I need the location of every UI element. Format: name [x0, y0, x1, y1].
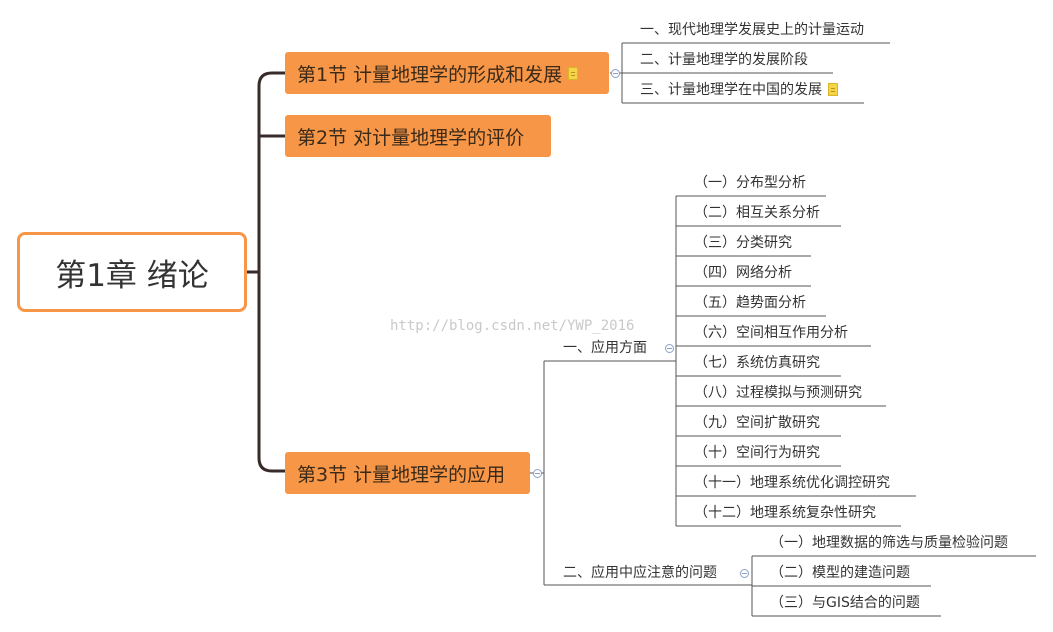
section-1-child-3[interactable]: 三、计量地理学在中国的发展	[640, 80, 838, 100]
leaf-label: （七）系统仿真研究	[694, 355, 820, 371]
leaf-label: （十一）地理系统优化调控研究	[694, 475, 890, 491]
issue-item[interactable]: （一）地理数据的筛选与质量检验问题	[770, 533, 1008, 553]
application-item[interactable]: （五）趋势面分析	[694, 293, 806, 313]
application-item[interactable]: （四）网络分析	[694, 263, 792, 283]
collapse-icon[interactable]	[665, 344, 674, 353]
group-label: 一、应用方面	[563, 340, 647, 356]
leaf-label: （三）分类研究	[694, 235, 792, 251]
leaf-label: （五）趋势面分析	[694, 295, 806, 311]
application-item[interactable]: （十）空间行为研究	[694, 443, 820, 463]
leaf-label: （二）模型的建造问题	[770, 565, 910, 581]
collapse-icon[interactable]	[611, 69, 620, 78]
note-icon[interactable]	[568, 66, 579, 80]
section-1-label: 第1节 计量地理学的形成和发展	[297, 63, 563, 86]
section-2-label: 第2节 对计量地理学的评价	[297, 126, 525, 149]
section-3-label: 第3节 计量地理学的应用	[297, 463, 506, 486]
application-item[interactable]: （十一）地理系统优化调控研究	[694, 473, 890, 493]
section-1-child-1[interactable]: 一、现代地理学发展史上的计量运动	[640, 20, 864, 40]
collapse-icon[interactable]	[740, 569, 749, 578]
application-item[interactable]: （一）分布型分析	[694, 173, 806, 193]
leaf-label: （六）空间相互作用分析	[694, 325, 848, 341]
application-item[interactable]: （三）分类研究	[694, 233, 792, 253]
group-application-aspects[interactable]: 一、应用方面	[563, 338, 647, 358]
application-item[interactable]: （六）空间相互作用分析	[694, 323, 848, 343]
leaf-label: （八）过程模拟与预测研究	[694, 385, 862, 401]
application-item[interactable]: （十二）地理系统复杂性研究	[694, 503, 876, 523]
group-label: 二、应用中应注意的问题	[563, 565, 717, 581]
issue-item[interactable]: （三）与GIS结合的问题	[770, 593, 920, 613]
section-1-child-2[interactable]: 二、计量地理学的发展阶段	[640, 50, 808, 70]
application-item[interactable]: （七）系统仿真研究	[694, 353, 820, 373]
leaf-label: 三、计量地理学在中国的发展	[640, 82, 822, 98]
leaf-label: 一、现代地理学发展史上的计量运动	[640, 22, 864, 38]
issue-item[interactable]: （二）模型的建造问题	[770, 563, 910, 583]
leaf-label: 二、计量地理学的发展阶段	[640, 52, 808, 68]
leaf-label: （九）空间扩散研究	[694, 415, 820, 431]
root-node[interactable]: 第1章 绪论	[17, 232, 247, 312]
application-item[interactable]: （八）过程模拟与预测研究	[694, 383, 862, 403]
application-item[interactable]: （九）空间扩散研究	[694, 413, 820, 433]
leaf-label: （一）分布型分析	[694, 175, 806, 191]
watermark: http://blog.csdn.net/YWP_2016	[390, 318, 635, 334]
section-1-node[interactable]: 第1节 计量地理学的形成和发展	[285, 52, 609, 94]
application-item[interactable]: （二）相互关系分析	[694, 203, 820, 223]
leaf-label: （十二）地理系统复杂性研究	[694, 505, 876, 521]
section-3-node[interactable]: 第3节 计量地理学的应用	[285, 452, 530, 494]
leaf-label: （二）相互关系分析	[694, 205, 820, 221]
collapse-icon[interactable]	[533, 469, 542, 478]
leaf-label: （三）与GIS结合的问题	[770, 595, 920, 611]
section-2-node[interactable]: 第2节 对计量地理学的评价	[285, 115, 551, 157]
leaf-label: （四）网络分析	[694, 265, 792, 281]
group-application-issues[interactable]: 二、应用中应注意的问题	[563, 563, 717, 583]
note-icon[interactable]	[828, 83, 838, 96]
root-label: 第1章 绪论	[55, 257, 209, 294]
leaf-label: （十）空间行为研究	[694, 445, 820, 461]
leaf-label: （一）地理数据的筛选与质量检验问题	[770, 535, 1008, 551]
